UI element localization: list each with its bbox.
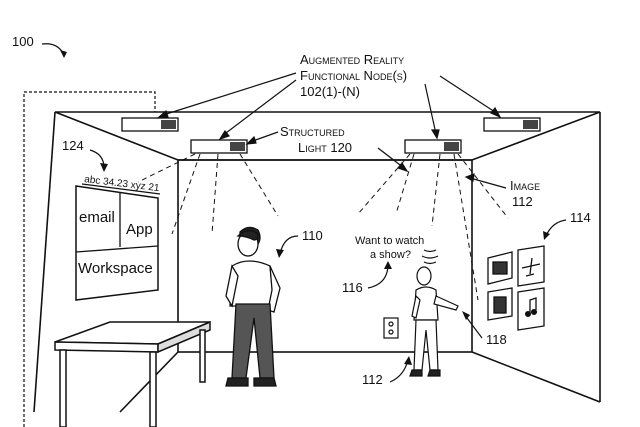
table — [54, 320, 211, 427]
ref-114-label: 114 — [570, 210, 591, 225]
image-label-line2: 112 — [512, 194, 533, 209]
image-label-line1: Image — [510, 178, 540, 193]
back-wall — [177, 159, 473, 353]
panel-music — [517, 287, 545, 331]
ar-node-right-inner — [404, 139, 462, 154]
nodes-label-line3: 102(1)-(N) — [300, 84, 360, 99]
projected-app: App — [126, 221, 153, 238]
floor-left — [119, 351, 179, 413]
ar-node-left-inner — [190, 139, 248, 154]
left-wall-top — [33, 111, 56, 413]
ref-124-arrowhead — [100, 163, 108, 172]
ref-110-arrowhead — [276, 249, 284, 258]
ticker-underline — [81, 183, 161, 195]
projected-email: email — [79, 209, 115, 226]
ref-116-arrowhead — [384, 261, 392, 269]
ref-110-label: 110 — [302, 228, 323, 243]
ref-118-label: 118 — [486, 332, 507, 347]
speech-line2: a show? — [370, 249, 411, 261]
room — [33, 111, 601, 413]
media-panels — [487, 245, 545, 331]
ref-100-label: 100 — [12, 34, 34, 49]
ref-114-arrowhead — [543, 231, 550, 240]
wall-outlet-icon — [383, 317, 399, 339]
projected-workspace: Workspace — [78, 260, 153, 277]
ref-100-arrow — [41, 43, 65, 56]
projected-display: email App Workspace — [75, 185, 159, 301]
ar-node-right-outer — [483, 117, 541, 132]
structured-light-line1: Structured — [280, 124, 345, 139]
ref-118-arrowhead — [462, 311, 470, 320]
person-110 — [225, 226, 281, 387]
speech-line1: Want to watch — [355, 235, 424, 247]
structured-light-leader — [245, 131, 409, 173]
floor-right — [471, 351, 601, 403]
ref-112-label: 112 — [362, 372, 383, 387]
ref-112-arrowhead — [404, 356, 412, 365]
nodes-label-line1: Augmented Reality — [300, 52, 404, 67]
image-label-leader — [464, 173, 507, 189]
projection-rays — [137, 153, 509, 301]
ref-124-label: 124 — [62, 138, 84, 153]
sound-waves-icon — [421, 249, 439, 265]
person-118 — [409, 266, 459, 377]
ref-100-arrowhead — [60, 50, 67, 58]
nodes-leader-lines — [156, 72, 502, 141]
ar-node-left-outer — [121, 117, 179, 132]
ref-116-label: 116 — [342, 280, 363, 295]
nodes-label-line2: Functional Node(s) — [300, 68, 407, 83]
structured-light-line2: Light 120 — [298, 140, 352, 155]
dashed-bracket — [23, 91, 156, 427]
